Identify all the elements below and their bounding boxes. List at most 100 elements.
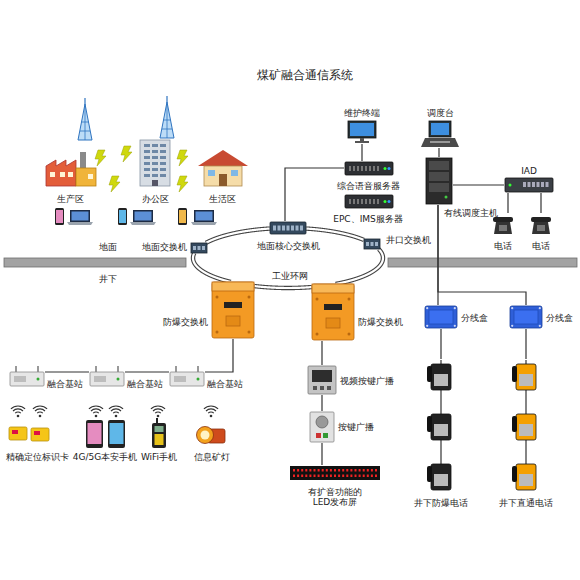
device-icon xyxy=(530,214,552,234)
tower-mast xyxy=(166,96,167,102)
monitor-screen xyxy=(350,123,374,136)
case-bolt xyxy=(426,307,428,309)
connector-line xyxy=(507,193,508,213)
device-label: 防爆交换机 xyxy=(358,317,403,327)
cabinet-panel xyxy=(429,161,449,170)
mine-phone-body xyxy=(431,464,451,490)
zone-label: 井下 xyxy=(99,274,117,284)
connector-line xyxy=(321,395,322,411)
card-chip xyxy=(12,430,18,434)
office-window xyxy=(144,162,150,165)
handset-screen xyxy=(155,426,164,432)
laptop-screen xyxy=(72,212,89,221)
connector-line xyxy=(361,144,362,161)
console-screen xyxy=(431,123,449,135)
wifi-symbol xyxy=(204,406,218,413)
office-window xyxy=(152,156,158,159)
device-icon xyxy=(510,306,542,328)
factory-hall xyxy=(46,160,76,186)
laptop-lid xyxy=(70,210,90,222)
case-bolt xyxy=(216,331,219,334)
id-card xyxy=(31,428,49,441)
device-icon xyxy=(426,158,452,204)
device-icon xyxy=(505,178,553,192)
iad-port xyxy=(546,182,549,187)
cabinet-panel xyxy=(429,183,449,192)
signal-bolt xyxy=(177,176,188,192)
led-dot xyxy=(301,469,303,472)
connector-group xyxy=(322,341,323,365)
office-door xyxy=(152,180,158,186)
device-icon xyxy=(137,140,173,186)
server-bay xyxy=(349,199,351,204)
tower-lattice xyxy=(162,102,172,138)
device-label: 综合语音服务器 xyxy=(337,181,400,191)
mine-phone-body xyxy=(516,364,536,390)
device-icon xyxy=(290,466,380,480)
laptop-base xyxy=(191,222,217,225)
device-node: 视频按键广播 xyxy=(308,366,336,394)
led-dot xyxy=(305,469,307,472)
house-wall xyxy=(204,166,242,186)
device-node: 有线调度主机 xyxy=(426,158,452,204)
device-label: 生产区 xyxy=(57,194,84,204)
lamp-lens xyxy=(201,431,210,440)
office-window xyxy=(160,174,166,177)
wifi-dot xyxy=(95,415,98,418)
case-bolt xyxy=(539,325,541,327)
device-icon xyxy=(308,366,336,394)
iad-port xyxy=(537,182,540,187)
switch-port xyxy=(366,242,369,246)
connector-line xyxy=(45,371,89,372)
handset-screen xyxy=(88,423,102,444)
monitor-stand xyxy=(360,138,364,141)
switch-case xyxy=(364,239,380,249)
led-dot xyxy=(346,475,348,478)
wifi-symbol xyxy=(109,406,123,413)
phone-screen xyxy=(119,210,126,223)
console-frame xyxy=(429,121,451,137)
device-label: 融合基站 xyxy=(207,379,243,389)
broadcast-key xyxy=(313,386,317,390)
led-dot xyxy=(355,469,357,472)
station-antenna xyxy=(175,366,176,372)
iad-port xyxy=(541,182,544,187)
broadcast-key xyxy=(320,386,324,390)
led-dot xyxy=(318,469,320,472)
server-led xyxy=(388,200,391,203)
device-label: 4G/5G本安手机 xyxy=(73,452,137,462)
connector-group xyxy=(453,185,504,186)
device-node: 综合语音服务器 xyxy=(345,162,393,175)
phone-keypad xyxy=(499,225,507,231)
device-label: 井下直通电话 xyxy=(499,498,553,508)
case-bolt xyxy=(454,307,456,309)
core-switch-port xyxy=(296,226,299,231)
mine-phone-handset xyxy=(512,366,517,382)
device-label: 分线盒 xyxy=(546,313,573,323)
connector-group xyxy=(322,443,323,465)
device-icon xyxy=(364,239,380,249)
ground-band xyxy=(388,258,577,267)
cabinet-led xyxy=(445,196,448,199)
server-bay xyxy=(373,166,375,171)
ring-inner-line xyxy=(336,249,384,284)
broadcast-screen xyxy=(312,370,332,382)
connector-group xyxy=(125,372,169,373)
mine-phone-handset xyxy=(512,466,517,482)
device-icon xyxy=(198,150,248,186)
server-bay xyxy=(365,199,367,204)
device-label: 有扩音功能的 LED发布屏 xyxy=(299,487,371,508)
connector-line xyxy=(440,329,441,359)
phone-screen xyxy=(179,210,186,223)
device-icon xyxy=(345,162,393,175)
junction-cover xyxy=(429,310,453,324)
led-dot xyxy=(314,469,316,472)
laptop-screen xyxy=(196,212,213,221)
office-tower xyxy=(140,140,170,186)
iad-case xyxy=(505,178,553,192)
tower-mast xyxy=(84,98,85,104)
device-node: 防爆交换机 xyxy=(212,282,254,338)
led-dot xyxy=(363,469,365,472)
case-bolt xyxy=(316,298,319,301)
